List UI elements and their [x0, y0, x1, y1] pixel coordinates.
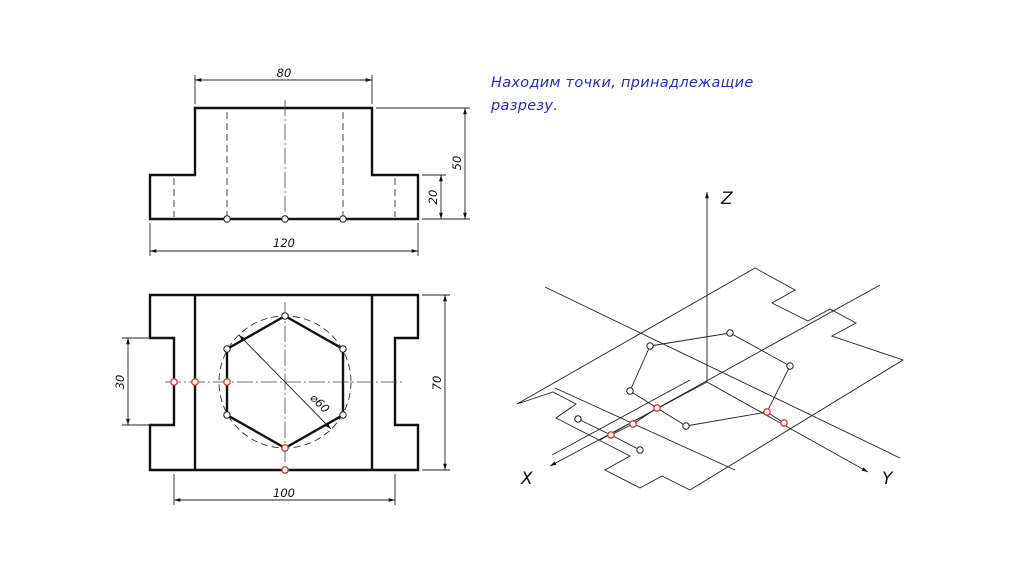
section-cut [577, 407, 658, 436]
dim-vertical-front: 50 20 [376, 107, 470, 220]
dim-80-label: 80 [277, 66, 292, 80]
dim-70: 70 [422, 294, 450, 471]
front-view-hidden-lines [173, 112, 396, 217]
caption-line-1: Находим точки, принадлежащие [491, 75, 754, 91]
dim-120: 120 [149, 223, 419, 256]
top-view: ⌀60 30 [113, 293, 450, 505]
caption: Находим точки, принадлежащие разрезу. [491, 72, 791, 118]
dim-100-label: 100 [273, 486, 295, 500]
dim-50-label: 50 [450, 156, 464, 171]
dim-30: 30 [113, 337, 170, 426]
axis-z-label: Z [720, 189, 733, 209]
front-view-outline [148, 106, 420, 221]
axonometric-points [574, 329, 794, 454]
front-view-points [223, 215, 347, 223]
section-cut-2 [610, 434, 641, 451]
dim-70-label: 70 [430, 376, 444, 391]
section-contour [629, 332, 791, 427]
top-view-section-points [170, 378, 289, 474]
dim-80: 80 [194, 66, 373, 104]
axonometric-outline [516, 267, 905, 491]
top-view-outline [148, 293, 420, 472]
axonometric-view: Z X Y [516, 189, 905, 491]
axonometric-section-points [607, 404, 788, 439]
caption-line-2: разрезу. [491, 98, 559, 114]
axis-y [706, 381, 869, 473]
dim-30-label: 30 [113, 375, 127, 390]
top-view-points [223, 312, 347, 419]
dim-20-label: 20 [426, 190, 440, 205]
axis-y-label: Y [882, 469, 894, 489]
dim-100: 100 [173, 474, 396, 505]
dim-120-label: 120 [273, 236, 295, 250]
axonometric-construction-lines [544, 284, 901, 471]
dim-diameter-label: ⌀60 [307, 391, 332, 416]
front-view: 80 120 50 20 [148, 66, 470, 256]
axis-x-label: X [520, 469, 533, 489]
